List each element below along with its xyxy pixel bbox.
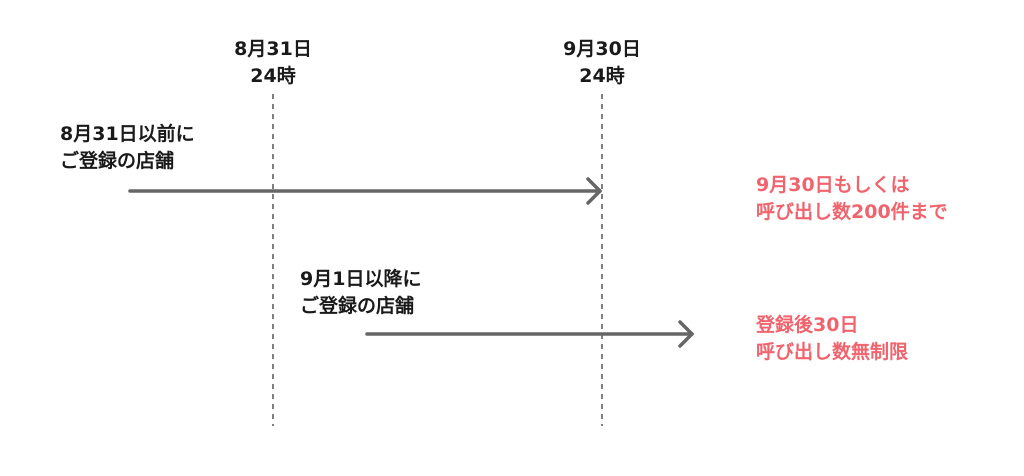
milestone-date: 9月30日 bbox=[563, 38, 641, 60]
condition-note-line: 登録後30日 bbox=[756, 314, 859, 336]
milestone-time: 24時 bbox=[579, 65, 625, 87]
arrow-new-stores bbox=[365, 320, 694, 348]
condition-note-line: 9月30日もしくは bbox=[756, 174, 910, 196]
condition-note-new-stores: 登録後30日 呼び出し数無制限 bbox=[756, 312, 908, 366]
group-label-existing-stores: 8月31日以前に ご登録の店舗 bbox=[60, 121, 195, 175]
condition-note-existing-stores: 9月30日もしくは 呼び出し数200件まで bbox=[756, 172, 948, 226]
condition-note-line: 呼び出し数200件まで bbox=[756, 201, 948, 223]
group-label-new-stores: 9月1日以降に ご登録の店舗 bbox=[300, 266, 421, 320]
milestone-label-aug31: 8月31日 24時 bbox=[234, 36, 312, 90]
group-label-line: ご登録の店舗 bbox=[60, 150, 175, 172]
arrow-existing-stores bbox=[128, 177, 602, 205]
group-label-line: 8月31日以前に bbox=[60, 123, 195, 145]
milestone-date: 8月31日 bbox=[234, 38, 312, 60]
milestone-label-sep30: 9月30日 24時 bbox=[563, 36, 641, 90]
condition-note-line: 呼び出し数無制限 bbox=[756, 341, 909, 363]
group-label-line: 9月1日以降に bbox=[300, 268, 422, 290]
group-label-line: ご登録の店舗 bbox=[300, 295, 415, 317]
milestone-time: 24時 bbox=[250, 65, 296, 87]
